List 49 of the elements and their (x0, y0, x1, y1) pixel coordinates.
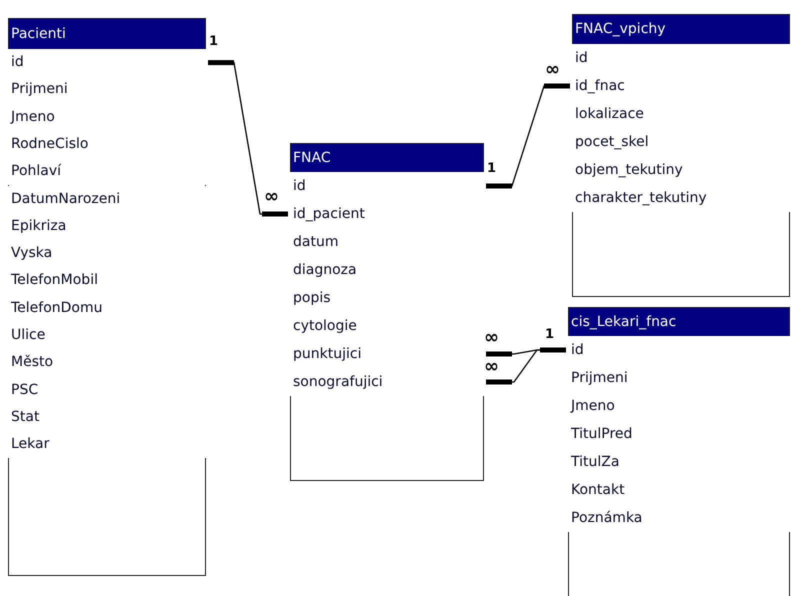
field-row: id (288, 172, 486, 200)
field-row: id (566, 336, 791, 364)
field-row: id (6, 49, 208, 76)
field-row: id_pacient (288, 200, 486, 228)
cardinality-label: 1 (545, 328, 554, 342)
field-row: TitulZa (566, 448, 791, 476)
field-row: id (570, 44, 791, 72)
relationship-line (484, 84, 572, 188)
field-row: Pohlaví (6, 158, 208, 186)
relationship-line (206, 60, 290, 216)
cardinality-label: 1 (209, 35, 218, 49)
table-title: FNAC (291, 144, 483, 172)
cardinality-label: ∞ (484, 331, 499, 345)
table-title: FNAC_vpichy (573, 15, 789, 44)
field-row: Stat (6, 404, 208, 432)
field-row: charakter_tekutiny (570, 184, 791, 212)
field-row: PSC (6, 376, 208, 404)
field-row: popis (288, 284, 486, 312)
field-row: objem_tekutiny (570, 156, 791, 184)
field-row: TelefonMobil (6, 267, 208, 295)
field-row: Prijmeni (6, 76, 208, 104)
field-row: Lekar (6, 431, 208, 458)
cardinality-label: ∞ (264, 190, 279, 204)
field-row: Město (6, 349, 208, 377)
field-row: cytologie (288, 312, 486, 340)
field-row: Jmeno (6, 104, 208, 131)
field-row: pocet_skel (570, 128, 791, 156)
field-row: id_fnac (570, 72, 791, 100)
cardinality-label: 1 (487, 162, 496, 176)
field-row: Ulice (6, 322, 208, 350)
field-row: TitulPred (566, 420, 791, 448)
field-row: Jmeno (566, 392, 791, 420)
cardinality-label: ∞ (484, 360, 499, 374)
field-row: lokalizace (570, 100, 791, 128)
field-row: DatumNarozeni (6, 186, 208, 213)
field-row: Poznámka (566, 504, 791, 532)
field-row: Epikriza (6, 212, 208, 240)
field-row: RodneCislo (6, 130, 208, 158)
cardinality-label: ∞ (545, 63, 560, 77)
field-row: Vyska (6, 240, 208, 268)
field-row: punktujici (288, 340, 486, 368)
field-row: diagnoza (288, 256, 486, 284)
field-row: Kontakt (566, 476, 791, 504)
field-row: datum (288, 228, 486, 256)
table-title: cis_Lekari_fnac (569, 308, 789, 336)
table-title: Pacienti (9, 19, 205, 49)
field-row: TelefonDomu (6, 294, 208, 322)
field-row: Prijmeni (566, 364, 791, 392)
field-row: sonografujici (288, 368, 486, 396)
